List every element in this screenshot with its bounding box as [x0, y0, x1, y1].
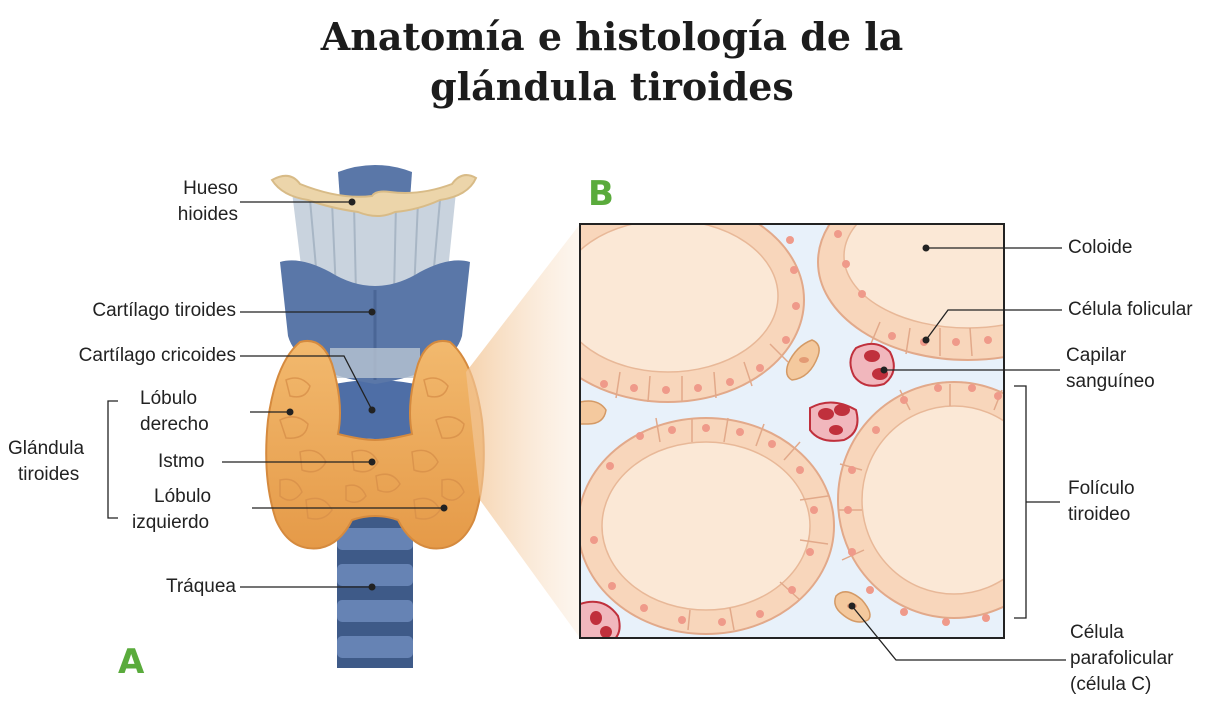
label-thyroid-follicle: Folículo tiroideo	[1068, 476, 1135, 528]
panel-letter-b: B	[588, 174, 614, 214]
thyroid-anatomy	[266, 165, 484, 668]
label-trachea: Tráquea	[120, 574, 236, 600]
label-capillary: Capilar sanguíneo	[1066, 343, 1155, 395]
label-cricoid-cartilage: Cartílago cricoides	[30, 343, 236, 369]
panel-letter-a: A	[118, 642, 144, 682]
label-parafollicular-cell: Célula parafolicular (célula C)	[1070, 620, 1174, 698]
label-left-lobe: Lóbulo izquierdo	[132, 484, 211, 536]
zoom-connector	[466, 224, 580, 638]
label-colloid: Coloide	[1068, 235, 1132, 261]
label-right-lobe: Lóbulo derecho	[140, 386, 209, 438]
histology-panel	[532, 164, 1118, 644]
label-follicular-cell: Célula folicular	[1068, 297, 1193, 323]
label-hyoid-bone: Hueso hioides	[150, 176, 238, 228]
label-thyroid-gland: Glándula tiroides	[8, 436, 84, 488]
label-isthmus: Istmo	[158, 449, 204, 475]
label-thyroid-cartilage: Cartílago tiroides	[40, 298, 236, 324]
